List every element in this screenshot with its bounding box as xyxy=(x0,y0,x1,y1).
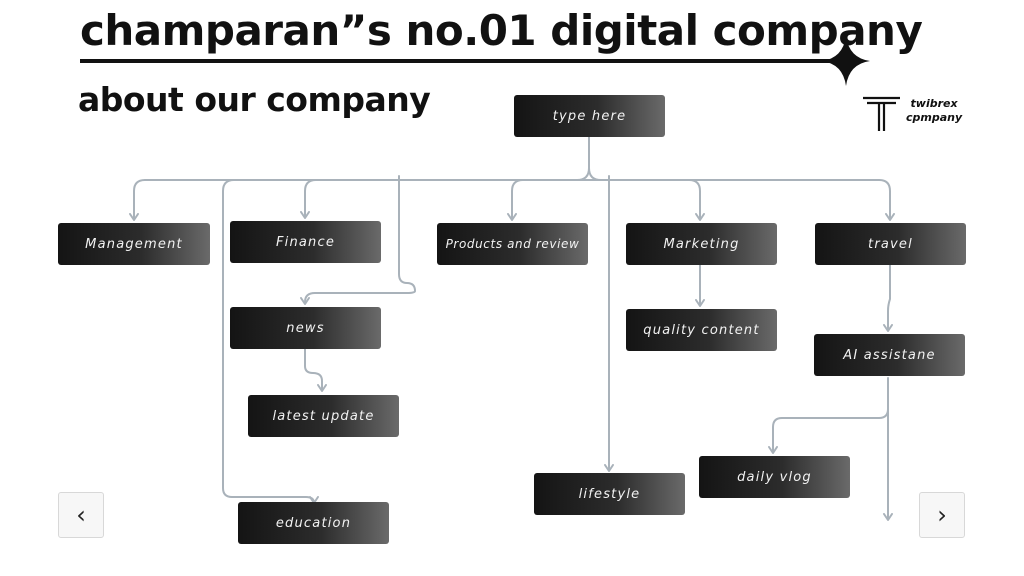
diagram-node-news: news xyxy=(230,307,381,349)
diagram-node-daily-vlog: daily vlog xyxy=(699,456,850,498)
diagram-node-education: education xyxy=(238,502,389,544)
logo-text-line2: cpmpany xyxy=(906,111,963,124)
diagram-node-ai-assistant: AI assistane xyxy=(814,334,965,376)
diagram-node-latest-update: latest update xyxy=(248,395,399,437)
diagram-node-products-and-review: Products and review xyxy=(437,223,588,265)
diagram-node-marketing: Marketing xyxy=(626,223,777,265)
diagram-node-root: type here xyxy=(514,95,665,137)
t-logo-icon xyxy=(863,96,900,131)
diagram-node-finance: Finance xyxy=(230,221,381,263)
page-title: champaran”s no.01 digital company xyxy=(80,6,923,55)
diagram-node-management: Management xyxy=(58,223,210,265)
section-subtitle: about our company xyxy=(78,80,431,119)
logo-text-line1: twibrex xyxy=(910,97,958,110)
diagram-node-lifestyle: lifestyle xyxy=(534,473,685,515)
next-slide-button[interactable]: › xyxy=(919,492,965,538)
chevron-right-icon: › xyxy=(937,501,947,529)
chevron-left-icon: ‹ xyxy=(76,501,86,529)
diagram-node-travel: travel xyxy=(815,223,966,265)
previous-slide-button[interactable]: ‹ xyxy=(58,492,104,538)
diagram-node-quality-content: quality content xyxy=(626,309,777,351)
